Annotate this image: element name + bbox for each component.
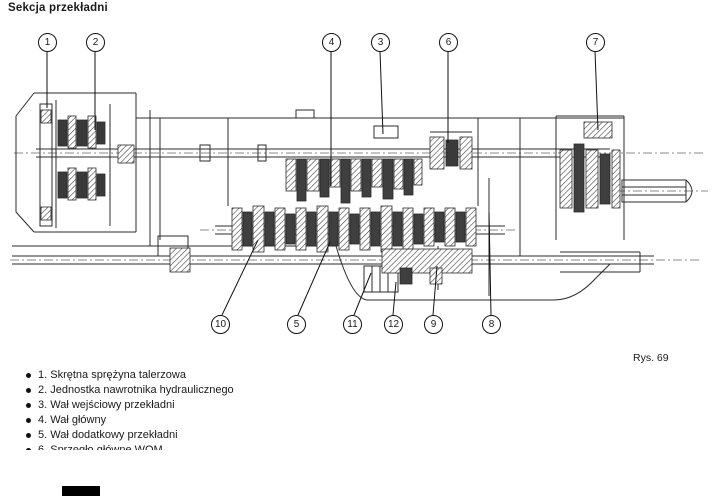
bullet-icon <box>26 418 31 423</box>
bullet-icon <box>26 448 31 450</box>
callout-5: 5 <box>287 315 306 334</box>
page-title: Sekcja przekładni <box>8 2 108 14</box>
bullet-icon <box>26 373 31 378</box>
callout-3: 3 <box>371 33 390 52</box>
legend: 1. Skrętna sprężyna talerzowa 2. Jednost… <box>26 368 234 450</box>
callout-8: 8 <box>482 315 501 334</box>
callout-leader-lines <box>46 50 599 316</box>
callout-11: 11 <box>343 315 362 334</box>
callout-12: 12 <box>384 315 403 334</box>
callout-10: 10 <box>211 315 230 334</box>
legend-item: 2. Jednostka nawrotnika hydraulicznego <box>26 383 234 398</box>
callout-1: 1 <box>38 33 57 52</box>
bullet-icon <box>26 403 31 408</box>
callout-9: 9 <box>424 315 443 334</box>
legend-item: 3. Wał wejściowy przekładni <box>26 398 234 413</box>
legend-text: 6. Sprzęgło główne WOM <box>38 444 163 450</box>
figure-label: Rys. 69 <box>633 352 669 364</box>
legend-text: 4. Wał główny <box>38 414 107 426</box>
callout-7: 7 <box>586 33 605 52</box>
legend-text: 5. Wał dodatkowy przekładni <box>38 429 178 441</box>
bullet-icon <box>26 433 31 438</box>
legend-text: 1. Skrętna sprężyna talerzowa <box>38 369 186 381</box>
bullet-icon <box>26 388 31 393</box>
callout-2: 2 <box>86 33 105 52</box>
page-edge-artifact <box>62 486 100 496</box>
callout-6: 6 <box>439 33 458 52</box>
legend-text: 2. Jednostka nawrotnika hydraulicznego <box>38 384 234 396</box>
legend-item: 1. Skrętna sprężyna talerzowa <box>26 368 234 383</box>
legend-item: 6. Sprzęgło główne WOM <box>26 443 234 450</box>
legend-item: 4. Wał główny <box>26 413 234 428</box>
legend-item: 5. Wał dodatkowy przekładni <box>26 428 234 443</box>
callout-4: 4 <box>322 33 341 52</box>
legend-text: 3. Wał wejściowy przekładni <box>38 399 175 411</box>
